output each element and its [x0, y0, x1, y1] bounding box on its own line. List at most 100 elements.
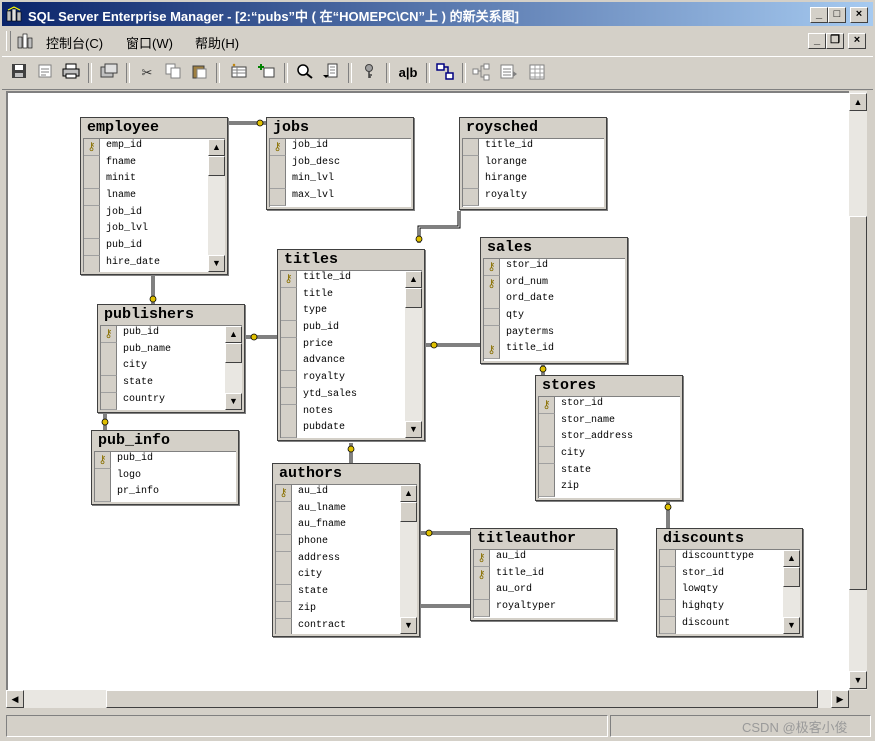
- column-row[interactable]: advance: [281, 354, 422, 372]
- row-selector[interactable]: [281, 387, 297, 405]
- column-row[interactable]: min_lvl: [270, 172, 411, 190]
- column-row[interactable]: pub_name: [101, 342, 242, 360]
- column-row[interactable]: highqty: [660, 600, 800, 618]
- table-scroll-thumb[interactable]: [225, 343, 242, 363]
- row-selector[interactable]: [539, 447, 555, 465]
- row-selector[interactable]: [101, 342, 117, 360]
- row-selector[interactable]: [276, 535, 292, 553]
- column-row[interactable]: pubdate: [281, 421, 422, 438]
- column-row[interactable]: minit: [84, 172, 225, 190]
- scroll-up-icon[interactable]: ▲: [208, 139, 225, 156]
- column-row[interactable]: ⚷au_id: [474, 550, 614, 567]
- show-relationships-icon[interactable]: [434, 63, 456, 83]
- row-selector[interactable]: [281, 337, 297, 355]
- close-button[interactable]: ×: [850, 7, 868, 23]
- paste-icon[interactable]: [188, 63, 210, 83]
- column-row[interactable]: au_fname: [276, 518, 417, 536]
- column-row[interactable]: ytd_sales: [281, 387, 422, 405]
- column-row[interactable]: type: [281, 304, 422, 322]
- row-selector[interactable]: [539, 480, 555, 498]
- row-selector[interactable]: [276, 551, 292, 569]
- column-row[interactable]: address: [276, 551, 417, 569]
- table-scrollbar[interactable]: ▲▼: [405, 271, 422, 438]
- row-selector[interactable]: [270, 189, 286, 207]
- mdi-close-button[interactable]: ×: [848, 33, 866, 49]
- column-row[interactable]: hire_date: [84, 255, 225, 272]
- column-row[interactable]: ⚷stor_id: [484, 259, 625, 276]
- row-selector[interactable]: [84, 255, 100, 272]
- column-row[interactable]: max_lvl: [270, 189, 411, 207]
- maximize-button[interactable]: □: [828, 7, 846, 23]
- row-selector[interactable]: ⚷: [484, 259, 500, 276]
- column-row[interactable]: job_lvl: [84, 222, 225, 240]
- row-selector[interactable]: [101, 392, 117, 410]
- column-row[interactable]: stor_name: [539, 413, 680, 431]
- edit-text-annotation-button[interactable]: a|b: [398, 65, 418, 80]
- column-row[interactable]: royalty: [281, 371, 422, 389]
- row-selector[interactable]: [539, 430, 555, 448]
- table-scrollbar[interactable]: ▲▼: [400, 485, 417, 634]
- column-row[interactable]: pub_id: [281, 321, 422, 339]
- column-row[interactable]: city: [539, 447, 680, 465]
- vertical-scrollbar[interactable]: ▲ ▼: [849, 91, 867, 690]
- row-selector[interactable]: [660, 600, 676, 618]
- new-table-icon[interactable]: [228, 63, 250, 83]
- column-row[interactable]: qty: [484, 309, 625, 327]
- cut-icon[interactable]: ✂: [141, 65, 153, 80]
- horizontal-scrollbar[interactable]: ◀ ▶: [6, 690, 849, 708]
- column-row[interactable]: country: [101, 392, 242, 410]
- row-selector[interactable]: [463, 139, 479, 156]
- row-selector[interactable]: [276, 585, 292, 603]
- column-row[interactable]: contract: [276, 618, 417, 634]
- row-selector[interactable]: [474, 583, 490, 601]
- row-selector[interactable]: [101, 359, 117, 377]
- save-icon[interactable]: [8, 63, 30, 83]
- column-row[interactable]: pub_id: [84, 239, 225, 257]
- column-row[interactable]: ⚷au_id: [276, 485, 417, 502]
- table-scroll-thumb[interactable]: [405, 288, 422, 308]
- column-row[interactable]: ⚷stor_id: [539, 397, 680, 414]
- row-selector[interactable]: [270, 155, 286, 173]
- scroll-up-icon[interactable]: ▲: [405, 271, 422, 288]
- column-row[interactable]: state: [539, 463, 680, 481]
- scroll-up-icon[interactable]: ▲: [783, 550, 800, 567]
- column-row[interactable]: zip: [276, 601, 417, 619]
- column-row[interactable]: stor_address: [539, 430, 680, 448]
- column-row[interactable]: ⚷pub_id: [95, 452, 236, 469]
- column-row[interactable]: job_id: [84, 205, 225, 223]
- row-selector[interactable]: [660, 583, 676, 601]
- scroll-down-icon[interactable]: ▼: [405, 421, 422, 438]
- layout-icon[interactable]: [320, 63, 342, 83]
- column-row[interactable]: phone: [276, 535, 417, 553]
- row-selector[interactable]: [101, 376, 117, 394]
- column-row[interactable]: lorange: [463, 155, 604, 173]
- table-scrollbar[interactable]: ▲▼: [783, 550, 800, 634]
- column-row[interactable]: title: [281, 287, 422, 305]
- row-selector[interactable]: ⚷: [84, 139, 100, 156]
- column-row[interactable]: au_ord: [474, 583, 614, 601]
- scroll-down-icon[interactable]: ▼: [849, 671, 867, 689]
- column-row[interactable]: logo: [95, 468, 236, 486]
- zoom-icon[interactable]: [294, 63, 316, 83]
- scroll-up-icon[interactable]: ▲: [849, 93, 867, 111]
- row-selector[interactable]: [660, 616, 676, 634]
- column-row[interactable]: ⚷ord_num: [484, 275, 625, 293]
- row-selector[interactable]: [281, 304, 297, 322]
- scroll-down-icon[interactable]: ▼: [783, 617, 800, 634]
- column-properties-icon[interactable]: [498, 63, 520, 83]
- table-scroll-thumb[interactable]: [400, 502, 417, 522]
- table-scrollbar[interactable]: ▲▼: [208, 139, 225, 272]
- row-selector[interactable]: [463, 172, 479, 190]
- row-selector[interactable]: ⚷: [101, 326, 117, 343]
- column-row[interactable]: title_id: [463, 139, 604, 156]
- row-selector[interactable]: [484, 325, 500, 343]
- row-selector[interactable]: ⚷: [276, 485, 292, 502]
- row-selector[interactable]: [276, 518, 292, 536]
